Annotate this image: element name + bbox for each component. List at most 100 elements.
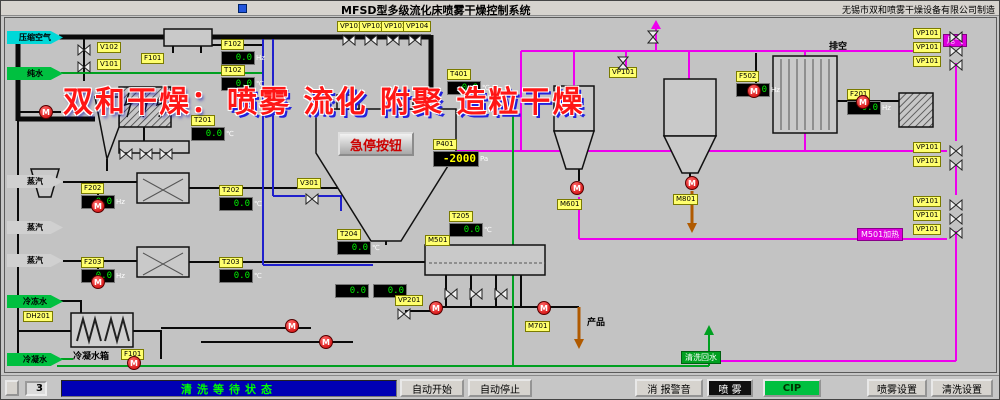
- display-unit: Hz: [116, 198, 125, 206]
- text-label: 排空: [829, 42, 848, 52]
- pump-icon[interactable]: M: [747, 84, 761, 98]
- valve-icon[interactable]: [408, 31, 422, 47]
- equipment-tag: VP201: [395, 295, 424, 306]
- valve-icon[interactable]: [77, 58, 91, 74]
- valve-icon[interactable]: [949, 224, 963, 240]
- text-label: 冷凝水箱: [73, 352, 110, 362]
- display-unit: Hz: [771, 86, 780, 94]
- tank-coils: [76, 315, 130, 345]
- equipment-tag: M801: [673, 194, 699, 205]
- inlet-arrow: 压缩空气: [7, 31, 63, 44]
- equipment-tag: VP101: [913, 156, 942, 167]
- steam-heater-2: [136, 246, 190, 278]
- valve-icon[interactable]: [119, 145, 133, 161]
- valve-icon[interactable]: [444, 285, 458, 301]
- valve-icon[interactable]: [616, 56, 632, 70]
- mute-alarm-button[interactable]: 消 报警音: [635, 379, 703, 397]
- cycle-counter: 3: [25, 381, 47, 396]
- display-label: T401: [447, 69, 471, 80]
- equipment-tag: DH201: [23, 311, 54, 322]
- valve-icon[interactable]: [139, 145, 153, 161]
- valve-icon[interactable]: [159, 145, 173, 161]
- spray-button[interactable]: 喷 雾: [707, 379, 753, 397]
- display-unit: Pa: [480, 155, 489, 163]
- display-unit: Hz: [116, 272, 125, 280]
- valve-icon[interactable]: [646, 30, 662, 44]
- valve-icon[interactable]: [494, 285, 508, 301]
- clean-settings-button[interactable]: 清洗设置: [931, 379, 993, 397]
- cyclone-2-cone: [662, 135, 718, 174]
- equipment-tag: VP101: [913, 224, 942, 235]
- display-value: 0.0: [447, 81, 481, 95]
- valve-icon[interactable]: [949, 142, 963, 158]
- pipe-label-green: 清洗回水: [681, 351, 721, 364]
- pump-icon[interactable]: M: [856, 95, 870, 109]
- pump-icon[interactable]: M: [127, 356, 141, 370]
- exhaust-fan: [898, 92, 934, 128]
- air-heater: [163, 28, 213, 47]
- cyclone-left: [94, 96, 120, 162]
- display-label: F502: [736, 71, 760, 82]
- equipment-tag: VP101: [913, 210, 942, 221]
- display-label: F102: [221, 39, 245, 50]
- valve-icon[interactable]: [949, 56, 963, 72]
- valve-icon[interactable]: [949, 156, 963, 172]
- pump-icon[interactable]: M: [319, 335, 333, 349]
- display-label: P401: [433, 139, 457, 150]
- pump-icon[interactable]: M: [91, 275, 105, 289]
- valve-icon[interactable]: [949, 28, 963, 44]
- display-unit: ℃: [372, 244, 380, 252]
- display-value-row: 0.0℃: [219, 269, 262, 283]
- equipment-tag: M601: [557, 199, 583, 210]
- text-label: 产品: [587, 318, 606, 328]
- cyclone-2-body: [663, 78, 717, 137]
- valve-icon[interactable]: [949, 196, 963, 212]
- valve-icon[interactable]: [397, 305, 411, 321]
- equipment-tag: F101: [141, 53, 165, 64]
- pump-icon[interactable]: M: [685, 176, 699, 190]
- display-value-row: 0.0℃: [219, 197, 262, 211]
- valve-icon[interactable]: [469, 285, 483, 301]
- tower-top-unit: [336, 94, 360, 110]
- valve-icon[interactable]: [949, 210, 963, 226]
- display-unit: Hz: [256, 54, 265, 62]
- display-value: 0.0: [219, 269, 253, 283]
- equipment-tag: VP101: [913, 28, 942, 39]
- valve-icon[interactable]: [386, 31, 400, 47]
- auto-stop-button[interactable]: 自动停止: [468, 379, 532, 397]
- valve-icon[interactable]: [77, 41, 91, 57]
- pump-icon[interactable]: M: [570, 181, 584, 195]
- spray-settings-button[interactable]: 喷雾设置: [867, 379, 927, 397]
- pump-icon[interactable]: M: [537, 301, 551, 315]
- pump-icon[interactable]: M: [91, 199, 105, 213]
- equipment-tag: VP101: [913, 142, 942, 153]
- inlet-arrow: 蒸汽: [7, 254, 63, 267]
- display-unit: ℃: [254, 272, 262, 280]
- equipment-tag: M501: [425, 235, 451, 246]
- pump-icon[interactable]: M: [429, 301, 443, 315]
- auto-start-button[interactable]: 自动开始: [400, 379, 464, 397]
- display-value-row: 0.0: [335, 284, 369, 298]
- company-name: 无锡市双和喷雾干燥设备有限公司制造: [841, 6, 995, 16]
- pump-icon[interactable]: M: [39, 105, 53, 119]
- display-value-row: 0.0℃: [191, 127, 234, 141]
- display-value: 0.0: [335, 284, 369, 298]
- valve-icon[interactable]: [949, 42, 963, 58]
- valve-icon[interactable]: [305, 190, 319, 206]
- pump-icon[interactable]: M: [285, 319, 299, 333]
- equipment-tag: M701: [525, 321, 551, 332]
- valve-icon[interactable]: [342, 31, 356, 47]
- cip-button[interactable]: CIP: [763, 379, 821, 397]
- valve-icon[interactable]: [364, 31, 378, 47]
- status-mini-button[interactable]: [5, 380, 19, 396]
- emergency-stop-button[interactable]: 急停按钮: [338, 132, 414, 156]
